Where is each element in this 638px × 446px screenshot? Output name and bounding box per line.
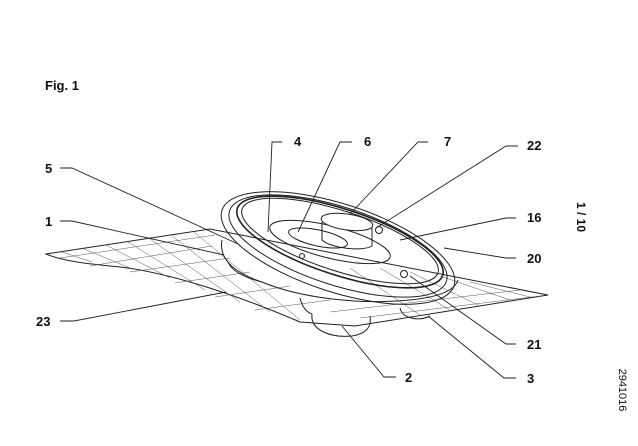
membrane-sheet — [44, 228, 549, 327]
ref-numeral-3: 3 — [527, 371, 535, 386]
membrane-grid — [59, 231, 541, 321]
bottom-pipe — [311, 313, 371, 337]
ref-numeral-21: 21 — [527, 337, 542, 352]
document-number: 2941016 — [616, 368, 628, 412]
fastener-21 — [400, 270, 408, 278]
ref-numeral-4: 4 — [294, 134, 302, 149]
ref-numeral-20: 20 — [527, 251, 542, 266]
figure-title: Fig. 1 — [45, 78, 79, 93]
fastener-16 — [299, 253, 305, 259]
leader-lines — [60, 141, 518, 379]
outer-flange — [220, 191, 456, 305]
center-block — [321, 222, 373, 250]
ref-numeral-23: 23 — [36, 314, 51, 329]
clamp-ring-inner — [241, 197, 439, 285]
ref-numeral-22: 22 — [527, 138, 542, 153]
ref-numeral-7: 7 — [444, 134, 452, 149]
clamp-ring — [235, 195, 445, 289]
ref-numeral-6: 6 — [364, 134, 372, 149]
bottom-pipe-right — [399, 307, 431, 320]
ref-numeral-5: 5 — [45, 161, 53, 176]
flange-inner — [228, 194, 448, 298]
ref-numeral-16: 16 — [527, 210, 542, 225]
ref-numeral-1: 1 — [45, 214, 53, 229]
sheet-number: 1 / 10 — [574, 201, 588, 233]
ref-numeral-2: 2 — [405, 370, 413, 385]
